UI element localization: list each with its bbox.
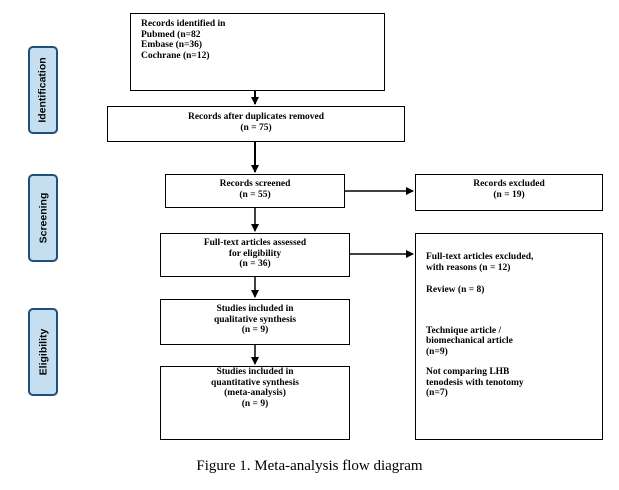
not-comparing-line1: Not comparing LHB	[426, 367, 510, 377]
not-comparing-line2: tenodesis with tenotomy	[426, 377, 524, 388]
qualitative-count: (n = 9)	[241, 325, 269, 335]
box-records-screened: Records screened (n = 55)	[165, 174, 345, 208]
box-records-excluded: Records excluded (n = 19)	[415, 174, 603, 211]
technique-line1: Technique article /	[426, 325, 502, 336]
phase-eligibility: Eligibility	[28, 308, 58, 396]
box-fulltext-excluded: Full-text articles excluded, with reason…	[415, 233, 603, 440]
quantitative-line3: (meta-analysis)	[224, 388, 286, 398]
figure-caption: Figure 1. Meta-analysis flow diagram	[196, 458, 423, 474]
technique-count: (n=9)	[426, 346, 448, 357]
cochrane-count: Cochrane (n=12)	[141, 50, 210, 61]
fulltext-excluded-line1: Full-text articles excluded,	[426, 252, 534, 262]
records-screened-count: (n = 55)	[239, 189, 271, 200]
phase-identification: Identification	[28, 46, 58, 134]
review-count: Review (n = 8)	[426, 285, 485, 295]
box-records-identified: Records identified in Pubmed (n=82 Embas…	[130, 13, 385, 91]
box-fulltext-assessed: Full-text articles assessed for eligibil…	[160, 233, 350, 277]
records-excluded-count: (n = 19)	[493, 189, 525, 200]
after-duplicates-line: Records after duplicates removed	[187, 112, 325, 122]
phase-screening: Screening	[28, 174, 58, 262]
after-duplicates-count: (n = 75)	[240, 122, 272, 133]
quantitative-line2: quantitative synthesis	[211, 377, 299, 388]
box-quantitative-synthesis: Studies included in quantitative synthes…	[160, 366, 350, 440]
technique-line2: biomechanical article	[426, 336, 513, 346]
quantitative-line1: Studies included in	[216, 367, 294, 377]
fulltext-excluded-line2: with reasons (n = 12)	[426, 262, 511, 273]
not-comparing-count: (n=7)	[426, 388, 448, 398]
fulltext-assessed-line1: Full-text articles assessed	[203, 238, 307, 248]
records-identified-line: Records identified in	[141, 19, 226, 29]
records-screened-line: Records screened	[219, 179, 291, 189]
box-qualitative-synthesis: Studies included in qualitative synthesi…	[160, 299, 350, 345]
quantitative-count: (n = 9)	[241, 398, 269, 409]
box-after-duplicates: Records after duplicates removed (n = 75…	[107, 106, 405, 142]
fulltext-assessed-count: (n = 36)	[239, 259, 271, 269]
embase-count: Embase (n=36)	[141, 40, 203, 50]
qualitative-line1: Studies included in	[216, 304, 294, 314]
pubmed-count: Pubmed (n=82	[141, 29, 201, 40]
records-excluded-line: Records excluded	[473, 179, 545, 189]
fulltext-assessed-line2: for eligibility	[228, 248, 282, 259]
qualitative-line2: qualitative synthesis	[213, 314, 297, 325]
